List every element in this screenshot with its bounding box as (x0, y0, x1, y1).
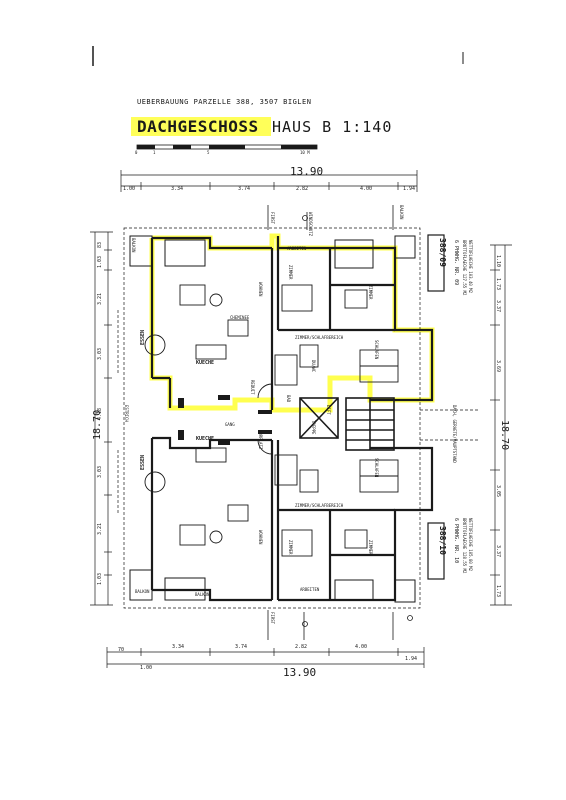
room-label: FIRST (270, 212, 275, 225)
room-label: DU/WC (311, 360, 316, 373)
dim-left-seg: 1.03 (97, 255, 103, 268)
balconies (129, 235, 416, 603)
dim-left-seg: 3.03 (97, 347, 103, 360)
room-label: ESTRICH (124, 405, 129, 422)
dim-left-seg: 3.21 (97, 292, 103, 305)
room-label: VORPLATZ (258, 430, 263, 450)
dim-top-seg: 1.00 (123, 186, 136, 192)
dim-top-seg: 3.74 (238, 186, 251, 192)
dim-top-seg: 1.94 (403, 186, 416, 192)
dim-top-seg: 2.82 (296, 186, 309, 192)
dim-right-seg: 3.69 (495, 360, 501, 373)
dim-right-seg: 1.10 (495, 255, 501, 268)
apartment-label-09: 6 PHWHG. NR. 09 (453, 240, 459, 286)
room-label: ZIMMER (368, 285, 373, 300)
room-label: KUECHE (196, 436, 215, 442)
wall-columns (178, 395, 272, 445)
scale-tick: 5 (207, 150, 210, 155)
room-label: ZIMMER (368, 540, 373, 555)
room-label: CHEMINEE (230, 315, 250, 320)
dim-bot-seg: 1.94 (405, 656, 418, 662)
apartment-area-10: BRUTTOFLAECHE 128.55 M2 (462, 518, 467, 574)
apartment-number-09: 388/09 (438, 238, 447, 267)
room-label: ZIMMER/SCHLAFBEREICH (295, 503, 344, 508)
room-label: WOHNEN (258, 282, 263, 297)
dim-right-seg: 3.37 (495, 300, 501, 313)
dim-top-seg: 4.00 (360, 186, 373, 192)
room-label: WOHNEN (258, 530, 263, 545)
dim-right-seg: 3.37 (495, 545, 501, 558)
dim-left-seg: 3.03 (97, 465, 103, 478)
scale-bar (136, 144, 318, 150)
room-label: ZIMMER/SCHLAFBEREICH (295, 335, 344, 340)
room-label: ESSEN (140, 329, 146, 345)
left-dimension-chain (90, 231, 113, 606)
overall-width-top: 13.90 (290, 165, 324, 178)
room-label: BALKON (131, 238, 136, 253)
room-label: REDUIT (250, 380, 255, 395)
room-label: DACH, GERAETE/HAUPTSTAND (452, 405, 457, 463)
top-dimension-chain (120, 170, 418, 192)
room-label: LIFT (326, 405, 331, 415)
north-apartment-walls (150, 236, 434, 410)
dim-left-seg: 1.03 (97, 572, 103, 585)
overall-width-bottom: 13.90 (283, 666, 317, 679)
furniture (144, 284, 399, 557)
apartment-label-10: 6 PHWHG. NR. 10 (453, 518, 459, 564)
room-label: ARBEITEN (300, 587, 320, 592)
scale-tick: 0 (135, 150, 138, 155)
dim-bot-seg: 3.74 (235, 644, 248, 650)
dim-bot-seg: 3.34 (172, 644, 185, 650)
dim-bot-seg: 2.82 (295, 644, 308, 650)
dim-top-seg: 3.34 (171, 186, 184, 192)
project-subtitle: UEBERBAUUNG PARZELLE 388, 3507 BIGLEN (137, 98, 312, 106)
south-apartment-walls (150, 436, 434, 602)
section-markers (267, 205, 413, 640)
page-title: DACHGESCHOSS (137, 117, 259, 136)
room-label: BAD (286, 395, 291, 403)
scale-tick: 1 (153, 150, 156, 155)
dim-left-seg: 3.21 (97, 522, 103, 535)
dim-left-seg: 83 (97, 241, 103, 248)
scale-tick: 10 M (300, 150, 310, 155)
dim-right-seg: 1.73 (495, 585, 501, 598)
room-label: SCHLAFEN (374, 340, 379, 360)
room-label: ARBEITEN (287, 246, 307, 251)
right-dimension-chain (490, 244, 512, 606)
roof-outline (117, 227, 480, 609)
dim-right-seg: 3.05 (495, 485, 501, 498)
dim-right-seg: 1.73 (495, 278, 501, 291)
room-label: BALKON (399, 205, 404, 220)
apartment-number-10: 388/10 (438, 526, 447, 555)
apartment-net-10: NETTOFLAECHE 105.80 M2 (468, 518, 473, 571)
dim-left-seg: 4.18 (97, 407, 103, 420)
dim-bot-seg: 1.00 (140, 665, 153, 671)
house-scale-label: HAUS B 1:140 (272, 118, 393, 136)
dim-bot-seg: 4.00 (355, 644, 368, 650)
room-label: ZIMMER (288, 540, 293, 555)
title-highlight (131, 117, 271, 136)
room-label: KUECHE (196, 360, 215, 366)
core-walls (299, 397, 395, 451)
room-label: FIRST (270, 612, 275, 625)
room-label: ZIMMER (288, 265, 293, 280)
room-label: TREPPE (311, 420, 316, 435)
room-label: ESSEN (140, 454, 146, 470)
apartment-09-highlight (149, 233, 435, 413)
dim-bot-seg: 70 (118, 647, 125, 653)
room-label: BALKON (195, 592, 210, 597)
room-label: WINDSCHUTZ (308, 212, 313, 237)
apartment-net-09: NETTOFLAECHE 103.40 M2 (468, 240, 473, 293)
overall-depth-right: 18.70 (499, 420, 510, 451)
room-label: SCHLAFEN (374, 458, 379, 478)
room-label: GANG (225, 422, 235, 427)
apartment-area-09: BRUTTOFLAECHE 127.55 M2 (462, 240, 467, 296)
bottom-dimension-chain (106, 647, 425, 668)
apartment-label-boxes (427, 234, 445, 580)
room-label: BALKON (135, 589, 150, 594)
